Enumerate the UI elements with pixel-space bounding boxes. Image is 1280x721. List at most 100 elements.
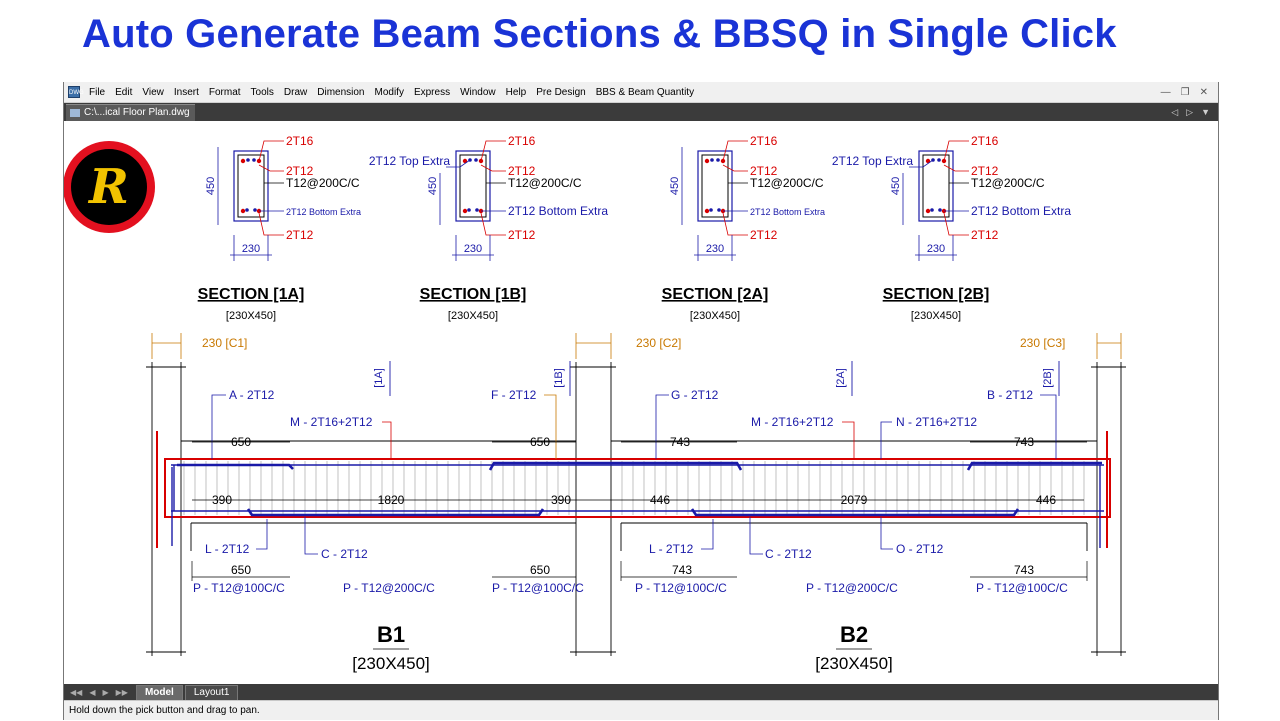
menu-format[interactable]: Format (208, 86, 241, 98)
section-stirrup-label: T12@200C/C (750, 176, 824, 190)
cad-window: DWG File Edit View Insert Format Tools D… (63, 82, 1219, 720)
mid-dim: 390 (212, 493, 232, 507)
column-label-c3: 230 [C3] (1020, 336, 1065, 350)
menu-window[interactable]: Window (460, 86, 496, 98)
section-bottom-extra-label: 2T12 Bottom Extra (750, 207, 825, 217)
top-leaders (211, 394, 1057, 459)
tab-left-arrow-icon[interactable]: ◁ (1171, 106, 1179, 117)
bottom-label-l2: L - 2T12 (649, 542, 694, 556)
section-top-label: 2T16 (750, 134, 778, 148)
section-title: SECTION [1B] (420, 286, 527, 303)
beam-outline (164, 458, 1111, 518)
bottom-leaders (256, 517, 893, 555)
bottom-dim: 743 (672, 563, 692, 577)
beam-elevation: 230 [C1] 230 [C2] 230 [C3] (146, 333, 1126, 673)
section-title: SECTION [2A] (662, 286, 769, 303)
section-width-dim: 230 (242, 243, 260, 255)
section-depth-dim: 450 (427, 177, 439, 195)
drawing-canvas[interactable]: R 2T16 2T12 T12@200 (64, 121, 1218, 684)
section-size: [230X450] (911, 310, 961, 322)
section-top-label: 2T16 (286, 134, 314, 148)
next-layout-icon[interactable]: ▶ (102, 687, 109, 697)
menu-insert[interactable]: Insert (173, 86, 199, 98)
menu-edit[interactable]: Edit (115, 86, 133, 98)
section-size: [230X450] (690, 310, 740, 322)
menu-tools[interactable]: Tools (250, 86, 274, 98)
window-controls: — ❐ ✕ (1161, 87, 1218, 98)
top-label-m2: M - 2T16+2T12 (751, 415, 834, 429)
section-width-dim: 230 (464, 243, 482, 255)
top-label-n: N - 2T16+2T12 (896, 415, 977, 429)
top-dim: 650 (231, 435, 251, 449)
stirrup-label: P - T12@100C/C (976, 581, 1068, 595)
section-title: SECTION [1A] (198, 286, 305, 303)
menu-draw[interactable]: Draw (283, 86, 308, 98)
section-bottom-label: 2T12 (286, 228, 314, 242)
tab-dropdown-icon[interactable]: ▼ (1201, 106, 1210, 117)
top-label-b: B - 2T12 (987, 388, 1033, 402)
menu-dimension[interactable]: Dimension (317, 86, 365, 98)
section-mid-label: 2T12 (286, 164, 314, 178)
menu-express[interactable]: Express (413, 86, 451, 98)
status-bar: Hold down the pick button and drag to pa… (64, 700, 1218, 720)
logo: R (64, 141, 155, 233)
logo-disc (71, 149, 147, 225)
menu-pre-design[interactable]: Pre Design (536, 86, 586, 98)
layout-nav: ◀◀ ◀ ▶ ▶▶ (64, 688, 136, 697)
document-tab[interactable]: C:\...ical Floor Plan.dwg (66, 103, 195, 121)
mid-dim: 446 (650, 493, 670, 507)
section-top-label: 2T16 (508, 134, 536, 148)
menu-bbs-beam-quantity[interactable]: BBS & Beam Quantity (595, 86, 695, 98)
cut-mark-1a: [1A] (373, 368, 385, 388)
section-stirrup-label: T12@200C/C (508, 176, 582, 190)
tab-right-arrow-icon[interactable]: ▷ (1186, 106, 1194, 117)
restore-icon[interactable]: ❐ (1180, 86, 1190, 98)
column-dims (151, 333, 1122, 359)
column-label-c1: 230 [C1] (202, 336, 247, 350)
main-bars (171, 464, 1104, 548)
mid-dim: 1820 (378, 493, 405, 507)
minimize-icon[interactable]: — (1160, 86, 1171, 98)
section-mid-label: 2T12 (750, 164, 778, 178)
section-mid-label: 2T12 (971, 164, 999, 178)
section-depth-dim: 450 (890, 177, 902, 195)
section-stirrup-label: T12@200C/C (286, 176, 360, 190)
video-banner: Auto Generate Beam Sections & BBSQ in Si… (0, 0, 1280, 82)
section-bottom-label: 2T12 (971, 228, 999, 242)
section-size: [230X450] (448, 310, 498, 322)
app-icon[interactable]: DWG (68, 86, 84, 98)
last-layout-icon[interactable]: ▶▶ (115, 687, 128, 697)
cut-mark-lines (389, 361, 1060, 396)
mid-dim: 2079 (841, 493, 868, 507)
tab-model[interactable]: Model (135, 684, 183, 700)
tab-layout1[interactable]: Layout1 (184, 684, 239, 700)
drawing-svg: R 2T16 2T12 T12@200 (64, 134, 1126, 673)
top-label-m1: M - 2T16+2T12 (290, 415, 373, 429)
section-top-extra-label: 2T12 Top Extra (832, 154, 913, 168)
tab-scroll-controls: ◁ ▷ ▼ (1171, 107, 1218, 118)
first-layout-icon[interactable]: ◀◀ (70, 687, 83, 697)
banner-title: Auto Generate Beam Sections & BBSQ in Si… (82, 12, 1117, 56)
top-label-a: A - 2T12 (229, 388, 275, 402)
section-1b: 2T16 2T12 Top Extra 2T12 T12@200C/C 2T12… (369, 134, 609, 322)
menu-file[interactable]: File (89, 86, 106, 98)
mid-dim: 446 (1036, 493, 1056, 507)
menu-view[interactable]: View (142, 86, 164, 98)
section-2b: 2T16 2T12 Top Extra 2T12 T12@200C/C 2T12… (832, 134, 1072, 322)
beam-size-b2: [230X450] (815, 654, 893, 673)
section-depth-dim: 450 (669, 177, 681, 195)
menu-help[interactable]: Help (505, 86, 527, 98)
bottom-dim: 650 (530, 563, 550, 577)
cut-mark-1b: [1B] (553, 368, 565, 388)
beam-name-b2: B2 (840, 622, 868, 647)
top-label-f: F - 2T12 (491, 388, 537, 402)
stirrup-label: P - T12@200C/C (343, 581, 435, 595)
section-stirrup-label: T12@200C/C (971, 176, 1045, 190)
prev-layout-icon[interactable]: ◀ (89, 687, 96, 697)
close-icon[interactable]: ✕ (1199, 86, 1208, 98)
menu-modify[interactable]: Modify (374, 86, 404, 98)
top-dim: 743 (670, 435, 690, 449)
document-tab-label: C:\...ical Floor Plan.dwg (84, 107, 190, 118)
stirrup-lines (183, 461, 1085, 515)
column-outlines (146, 362, 1126, 656)
